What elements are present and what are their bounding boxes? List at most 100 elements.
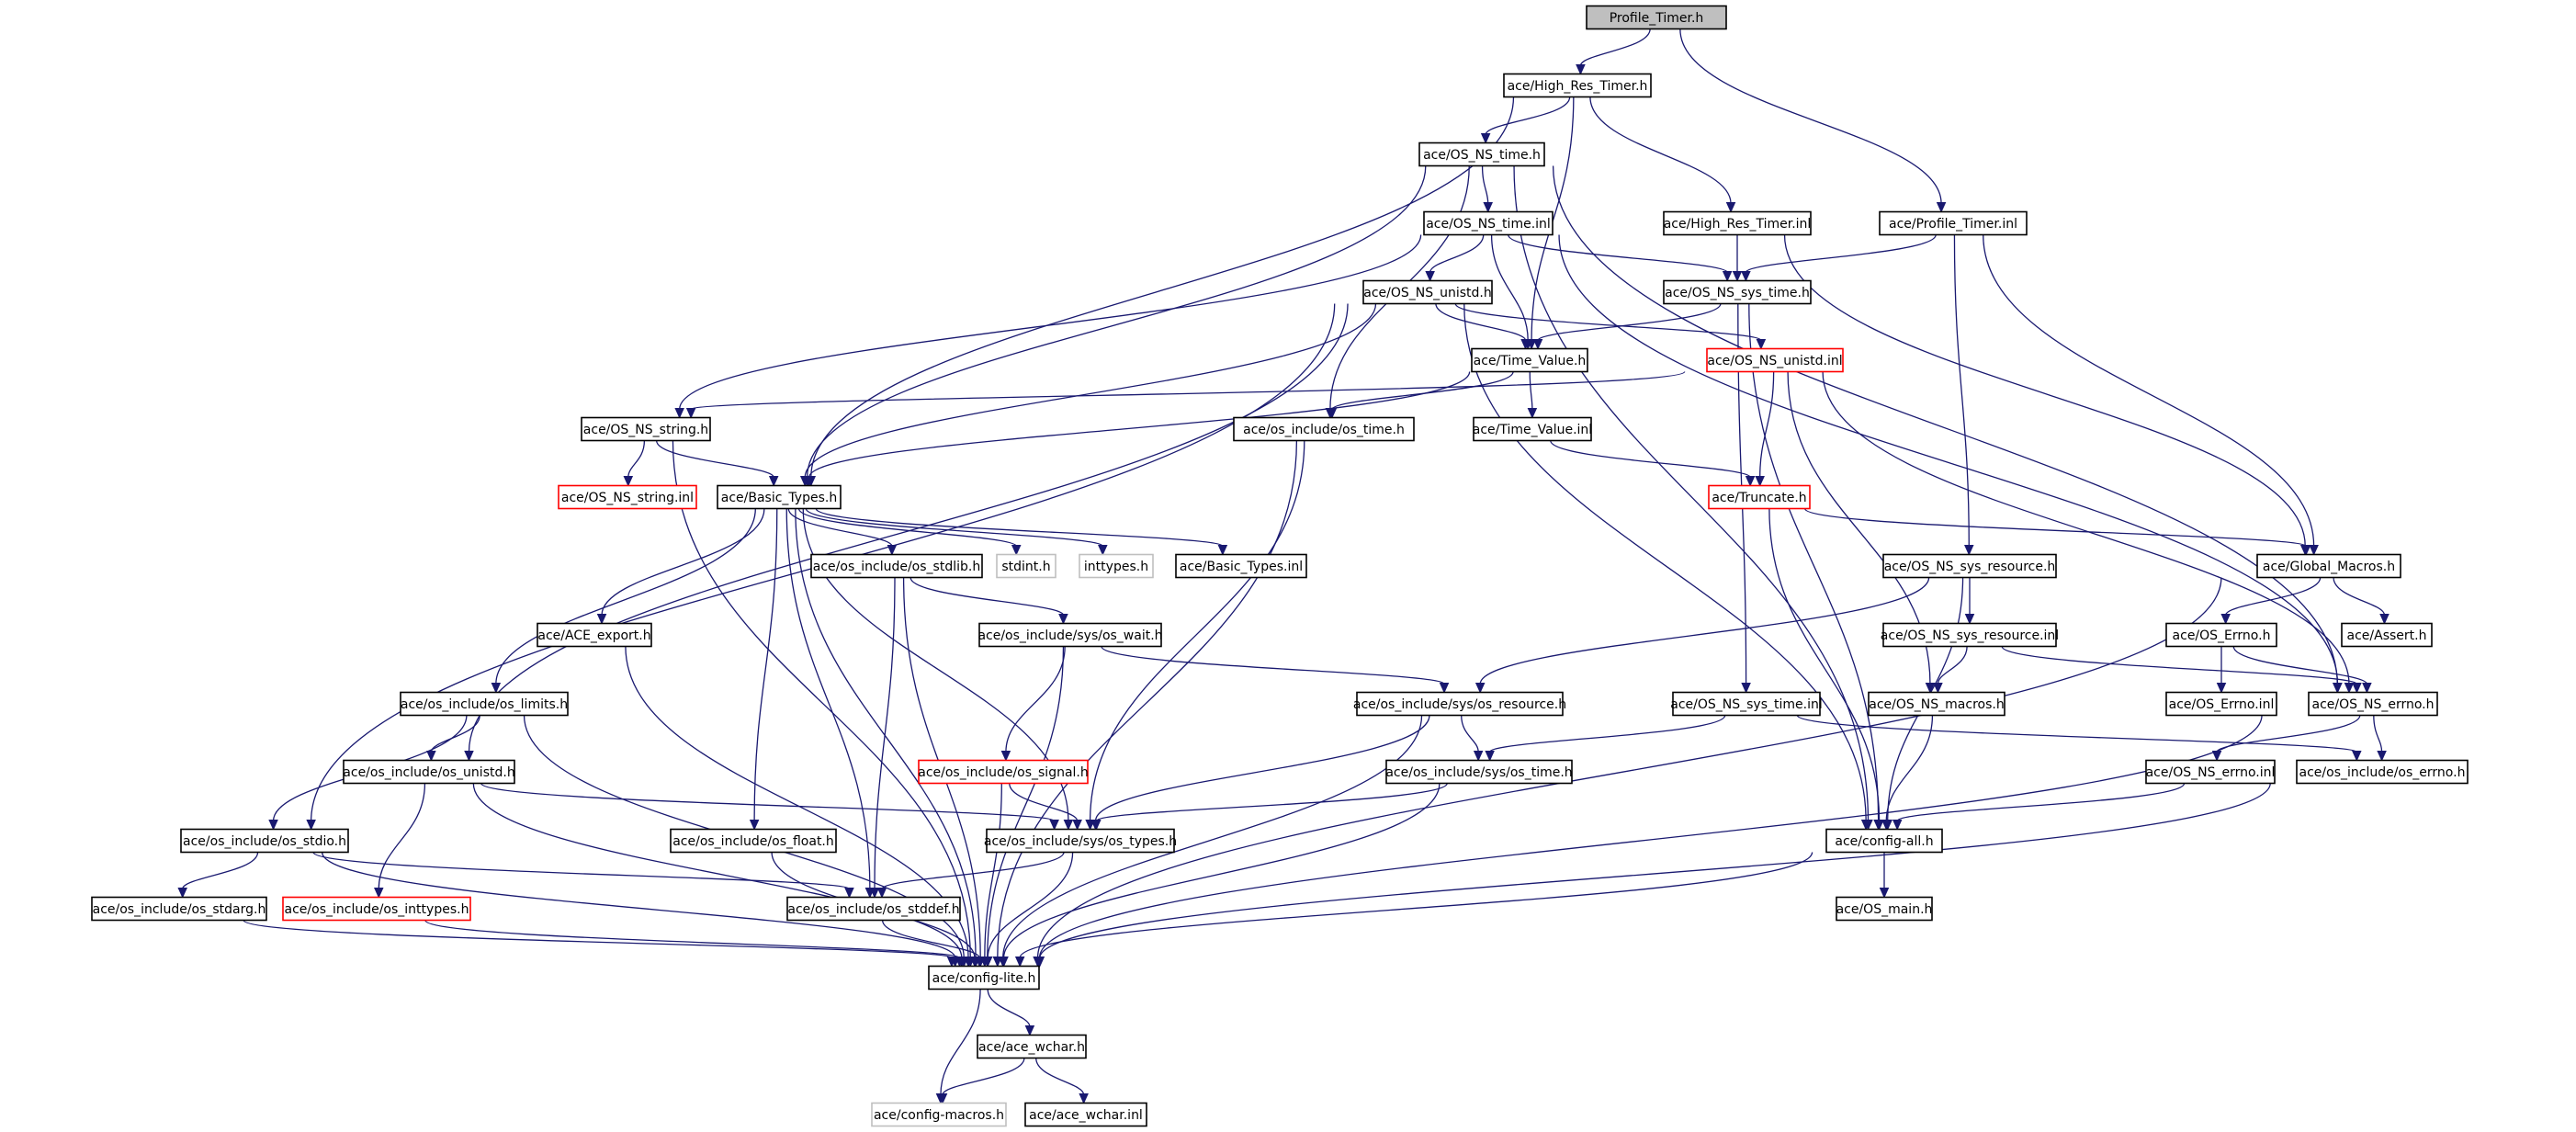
node-os_include_os_stdarg_h[interactable]: ace/os_include/os_stdarg.h	[91, 896, 267, 922]
node-os_ns_time_inl[interactable]: ace/OS_NS_time.inl	[1423, 210, 1554, 236]
edge-arrowhead	[1063, 820, 1074, 831]
node-os_include_os_inttypes_h[interactable]: ace/os_include/os_inttypes.h	[282, 896, 471, 922]
node-os_ns_string_h[interactable]: ace/OS_NS_string.h	[581, 416, 711, 442]
node-os_ns_unistd_inl[interactable]: ace/OS_NS_unistd.inl	[1706, 347, 1844, 373]
edge-os_ns_errno_h-to-os_ns_errno_inl	[2211, 715, 2361, 762]
edge-arrowhead	[2352, 751, 2362, 762]
edge-line	[874, 577, 896, 889]
node-os_main_h[interactable]: ace/OS_main.h	[1836, 896, 1933, 922]
node-os_include_os_time_h[interactable]: ace/os_include/os_time.h	[1233, 416, 1415, 442]
edge-basic_types_h-to-basic_types_inl	[815, 507, 1228, 556]
node-box	[786, 896, 961, 922]
node-label: ace/os_include/os_stdio.h	[183, 834, 346, 849]
node-high_res_timer_h[interactable]: ace/High_Res_Timer.h	[1503, 73, 1652, 98]
edge-arrowhead	[1892, 820, 1903, 831]
node-os_errno_h[interactable]: ace/OS_Errno.h	[2165, 622, 2277, 648]
node-os_errno_inl[interactable]: ace/OS_Errno.inl	[2165, 691, 2277, 717]
node-basic_types_h[interactable]: ace/Basic_Types.h	[717, 484, 842, 510]
node-config_all_h[interactable]: ace/config-all.h	[1825, 828, 1943, 854]
edge-basic_types_h-to-stdint_h	[797, 508, 1022, 556]
edge-line	[1953, 234, 1970, 547]
node-os_include_sys_os_types_h[interactable]: ace/os_include/sys/os_types.h	[984, 828, 1177, 854]
node-os_ns_time_h[interactable]: ace/OS_NS_time.h	[1418, 142, 1545, 167]
node-label: ace/os_include/sys/os_wait.h	[977, 628, 1162, 643]
node-box	[180, 828, 349, 854]
edge-arrowhead	[2377, 751, 2387, 762]
node-os_ns_sys_time_h[interactable]: ace/OS_NS_sys_time.h	[1663, 279, 1812, 305]
node-os_ns_errno_inl[interactable]: ace/OS_NS_errno.inl	[2145, 759, 2276, 785]
edge-os_ns_sys_resource_inl-to-os_ns_errno_h	[2001, 645, 2362, 694]
edge-os_include_sys_os_types_h-to-os_include_os_stddef_h	[876, 852, 1065, 899]
node-label: ace/Basic_Types.h	[721, 491, 837, 505]
node-os_include_os_unistd_h[interactable]: ace/os_include/os_unistd.h	[343, 759, 515, 785]
node-truncate_h[interactable]: ace/Truncate.h	[1708, 484, 1811, 510]
edge-profile_timer_inl-to-global_macros_h	[1983, 234, 2319, 556]
node-os_ns_sys_resource_inl[interactable]: ace/OS_NS_sys_resource.inl	[1881, 622, 2059, 648]
node-ace_wchar_inl[interactable]: ace/ace_wchar.inl	[1024, 1102, 1147, 1127]
node-basic_types_inl[interactable]: ace/Basic_Types.inl	[1175, 553, 1307, 579]
edge-line	[424, 919, 961, 959]
node-config_lite_h[interactable]: ace/config-lite.h	[928, 965, 1040, 990]
node-os_ns_sys_resource_h[interactable]: ace/OS_NS_sys_resource.h	[1882, 553, 2057, 579]
node-os_include_sys_os_time_h[interactable]: ace/os_include/sys/os_time.h	[1385, 759, 1573, 785]
node-label: ace/os_include/os_time.h	[1243, 423, 1405, 437]
edge-arrowhead	[804, 476, 814, 487]
edge-arrowhead	[374, 888, 384, 899]
edge-arrowhead	[2379, 614, 2390, 625]
node-box	[2165, 691, 2277, 717]
node-box	[1418, 142, 1545, 167]
node-os_include_os_float_h[interactable]: ace/os_include/os_float.h	[670, 828, 837, 854]
edge-line	[1983, 234, 2315, 547]
edge-arrowhead	[1098, 545, 1108, 556]
edge-os_ns_time_h-to-os_ns_time_inl	[1481, 165, 1493, 213]
node-os_include_os_stddef_h[interactable]: ace/os_include/os_stddef.h	[786, 896, 961, 922]
node-ace_wchar_h[interactable]: ace/ace_wchar.h	[977, 1034, 1087, 1059]
edge-line	[690, 370, 1686, 411]
edge-line	[627, 440, 646, 478]
node-os_include_os_signal_h[interactable]: ace/os_include/os_signal.h	[918, 759, 1089, 785]
edge-profile_timer_h-to-profile_timer_inl	[1679, 28, 1947, 213]
node-profile_timer_h[interactable]: Profile_Timer.h	[1586, 5, 1727, 30]
edge-basic_types_h-to-os_include_os_stdlib_h	[787, 508, 898, 556]
node-os_ns_sys_time_inl[interactable]: ace/OS_NS_sys_time.inl	[1670, 691, 1823, 717]
node-os_ns_unistd_h[interactable]: ace/OS_NS_unistd.h	[1362, 279, 1493, 305]
edge-os_include_os_stdio_h-to-os_include_os_stddef_h	[312, 851, 854, 899]
node-label: ace/os_include/os_limits.h	[401, 697, 568, 712]
edge-line	[987, 646, 1065, 958]
node-os_include_os_stdlib_h[interactable]: ace/os_include/os_stdlib.h	[810, 553, 983, 579]
edge-arrowhead	[1964, 614, 1975, 625]
node-profile_timer_inl[interactable]: ace/Profile_Timer.inl	[1879, 210, 2028, 236]
edge-os_include_os_time_h-to-config_lite_h	[992, 440, 1298, 968]
node-os_ns_macros_h[interactable]: ace/OS_NS_macros.h	[1868, 691, 2005, 717]
node-box	[978, 622, 1162, 648]
node-time_value_inl[interactable]: ace/Time_Value.inl	[1473, 416, 1592, 442]
node-time_value_h[interactable]: ace/Time_Value.h	[1471, 347, 1588, 373]
edge-line	[1094, 715, 1430, 821]
node-assert_h[interactable]: ace/Assert.h	[2341, 622, 2433, 648]
node-os_include_os_errno_h[interactable]: ace/os_include/os_errno.h	[2296, 759, 2469, 785]
edge-line	[1896, 783, 2186, 822]
node-os_ns_errno_h[interactable]: ace/OS_NS_errno.h	[2308, 691, 2438, 717]
node-label: ace/OS_NS_sys_resource.h	[1884, 560, 2056, 574]
node-os_include_os_limits_h[interactable]: ace/os_include/os_limits.h	[400, 691, 569, 717]
node-box	[91, 896, 267, 922]
node-os_include_os_stdio_h[interactable]: ace/os_include/os_stdio.h	[180, 828, 349, 854]
edge-arrowhead	[1756, 339, 1767, 350]
node-label: ace/os_include/os_stdlib.h	[813, 560, 980, 574]
node-ace_export_h[interactable]: ace/ACE_export.h	[537, 622, 652, 648]
edge-line	[1005, 646, 1066, 753]
node-os_include_sys_os_resource_h[interactable]: ace/os_include/sys/os_resource.h	[1353, 691, 1566, 717]
edge-line	[1331, 371, 1514, 411]
node-global_macros_h[interactable]: ace/Global_Macros.h	[2256, 553, 2401, 579]
node-label: ace/OS_NS_unistd.h	[1363, 286, 1492, 300]
edge-config_all_h-to-config_lite_h	[1014, 852, 1813, 968]
node-os_ns_string_inl[interactable]: ace/OS_NS_string.inl	[558, 484, 697, 510]
node-label: ace/Assert.h	[2347, 628, 2427, 643]
node-os_include_sys_os_wait_h[interactable]: ace/os_include/sys/os_wait.h	[977, 622, 1163, 648]
edge-line	[1039, 783, 2271, 958]
node-high_res_timer_inl[interactable]: ace/High_Res_Timer.inl	[1663, 210, 1812, 236]
node-box	[2341, 622, 2433, 648]
edge-arrowhead	[876, 888, 887, 899]
edge-os_ns_unistd_h-to-os_include_os_unistd_h	[464, 303, 1349, 762]
node-label: ace/OS_NS_macros.h	[1869, 697, 2004, 712]
